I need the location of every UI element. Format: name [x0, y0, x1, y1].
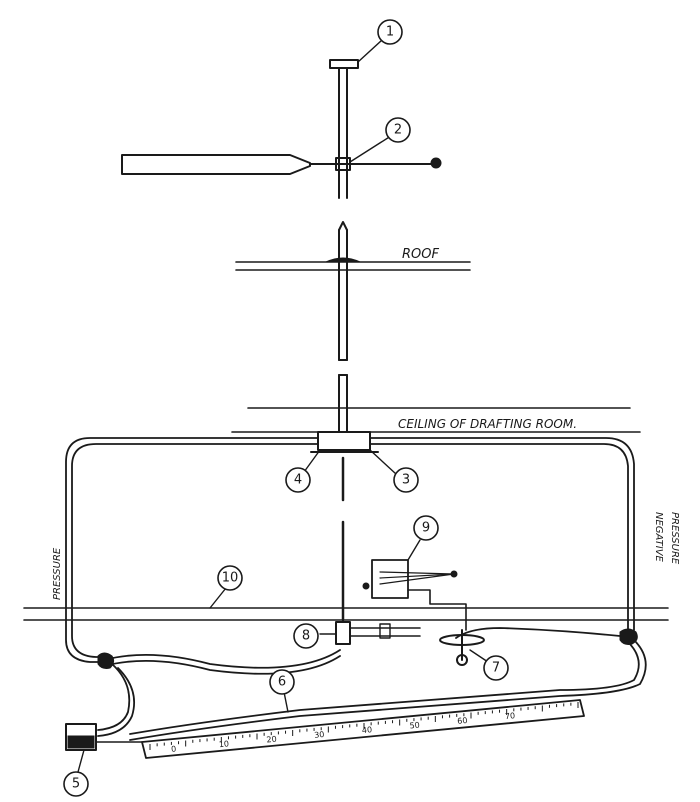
wind-vane-assembly: [121, 59, 442, 199]
tubing-loop: [65, 437, 647, 741]
junction-box: [317, 431, 371, 451]
callout-9: 9: [413, 515, 439, 541]
callout-leaders: [77, 39, 489, 773]
ceiling-label: CEILING OF DRAFTING ROOM.: [398, 417, 577, 431]
svg-text:7: 7: [492, 661, 500, 676]
callout-4: 4: [285, 467, 311, 493]
scale-tick-label: 10: [218, 739, 229, 749]
callout-5: 5: [63, 771, 89, 797]
svg-text:6: 6: [278, 675, 286, 690]
pressure-gauge: [439, 629, 485, 666]
scale-tick-label: 20: [266, 735, 277, 745]
negative-label: NEGATIVE: [653, 512, 664, 563]
scale-tick-label: 40: [361, 725, 372, 735]
shaft-ceiling-section: [231, 374, 641, 622]
scale-tick-label: 0: [171, 744, 177, 753]
scale-tick-label: 60: [457, 716, 468, 726]
vane-blade: [121, 154, 311, 175]
roof-label: ROOF: [402, 247, 439, 262]
pen-recorder: [65, 723, 143, 751]
recorder-scale: 0 10 20 30 40 50 60 70: [141, 699, 585, 759]
svg-text:5: 5: [72, 777, 80, 792]
pressure-head-cap: [329, 59, 359, 69]
callout-6: 6: [269, 669, 295, 695]
callout-10: 10: [217, 565, 243, 591]
shaft-roof-section: [235, 221, 471, 361]
valve-8: [335, 621, 421, 645]
svg-text:3: 3: [402, 473, 410, 488]
svg-text:4: 4: [294, 473, 302, 488]
floor: [23, 607, 669, 621]
scale-tick-label: 30: [314, 730, 325, 740]
negative-pressure-label: PRESSURE: [669, 512, 680, 565]
callout-2: 2: [385, 117, 411, 143]
svg-text:10: 10: [222, 571, 239, 586]
counterweight: [430, 157, 442, 169]
svg-text:9: 9: [422, 521, 430, 536]
contact-box: [362, 559, 467, 631]
scale-tick-label: 50: [409, 721, 420, 731]
vane-collar: [335, 157, 351, 171]
callout-1: 1: [377, 19, 403, 45]
callout-7: 7: [483, 655, 509, 681]
pressure-label: PRESSURE: [52, 547, 63, 600]
callout-3: 3: [393, 467, 419, 493]
svg-text:1: 1: [386, 25, 394, 40]
svg-text:2: 2: [394, 123, 402, 138]
scale-tick-label: 70: [505, 711, 516, 721]
svg-text:8: 8: [302, 629, 310, 644]
callout-8: 8: [293, 623, 319, 649]
